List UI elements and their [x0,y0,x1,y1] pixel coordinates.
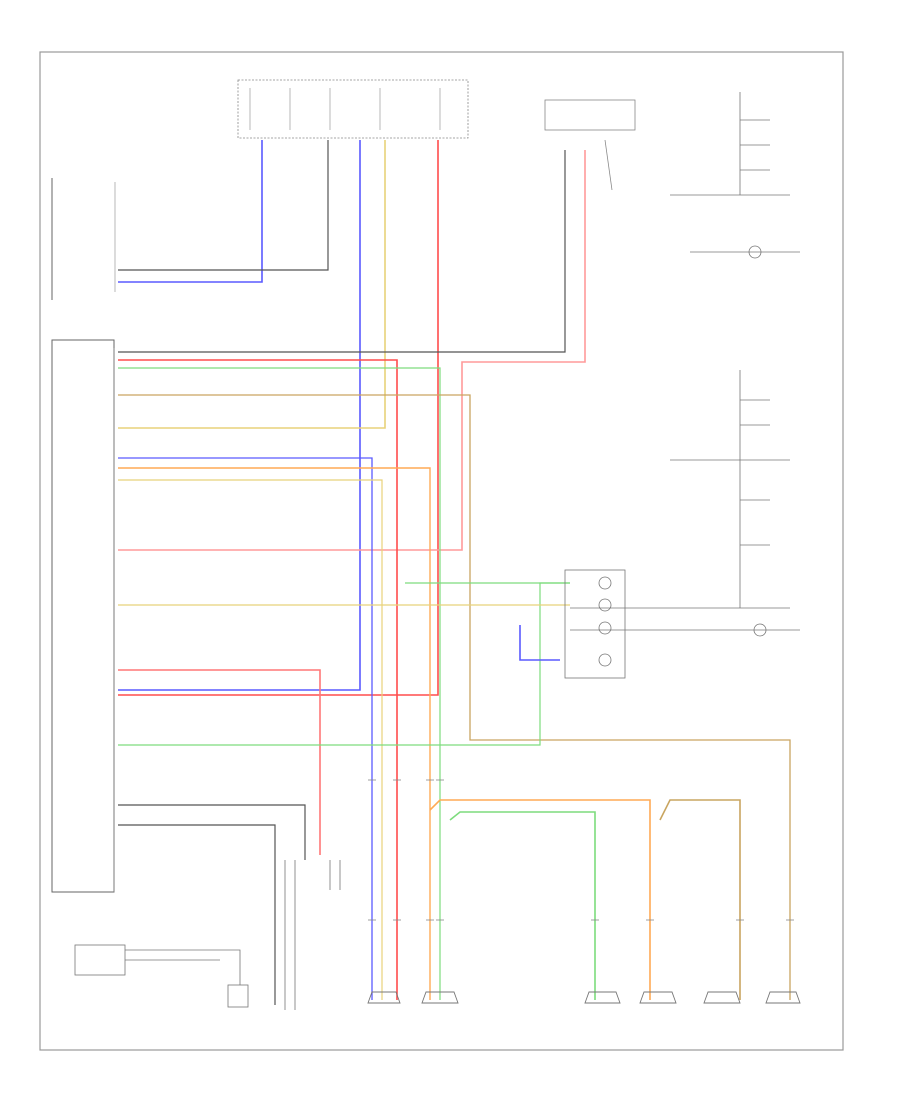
head-unit-main [51,339,115,893]
wiring-harness [118,140,791,1005]
wire-red-3 [118,669,321,855]
wire-red-1 [118,140,439,696]
speaker-tweeter-right [765,991,801,1004]
speaker-tweeter-left [703,991,741,1004]
wire-orange-2 [429,799,651,1000]
wire-gray-4 [118,824,276,1005]
wire-tan-3 [659,799,741,1000]
antenna [544,99,636,191]
wire-blue-1 [118,140,263,283]
wire-tan-1 [118,394,791,1000]
speaker-front-left [367,991,401,1004]
speakers [367,991,801,1004]
clock-spring [564,569,626,679]
connector-pins [368,779,794,921]
lower-left-components [74,860,341,1010]
wire-yellow-1 [118,140,386,429]
wire-gray-3 [118,804,306,860]
head-unit-upper-connector [51,178,116,300]
speaker-rear-left [584,991,621,1004]
wire-orange-1 [118,467,431,1000]
speaker-front-right [421,991,459,1004]
wire-blue-3 [118,457,373,1000]
wire-green-2 [449,811,596,1000]
wire-green-3 [118,582,570,746]
wire-gray-1 [118,140,329,271]
steering-switches [570,370,800,637]
wire-blue-4 [519,625,560,661]
speaker-rear-right [639,991,677,1004]
diagram-frame [39,51,844,1051]
wire-blue-2 [118,140,361,691]
wire-red-2 [118,359,398,1000]
wire-tan-2 [118,479,383,1000]
wire-pink-1 [118,150,586,551]
fuse-box [237,79,469,139]
wire-green-1 [118,367,441,1000]
ignition-switch [670,92,800,259]
wire-gray-2 [118,150,566,353]
